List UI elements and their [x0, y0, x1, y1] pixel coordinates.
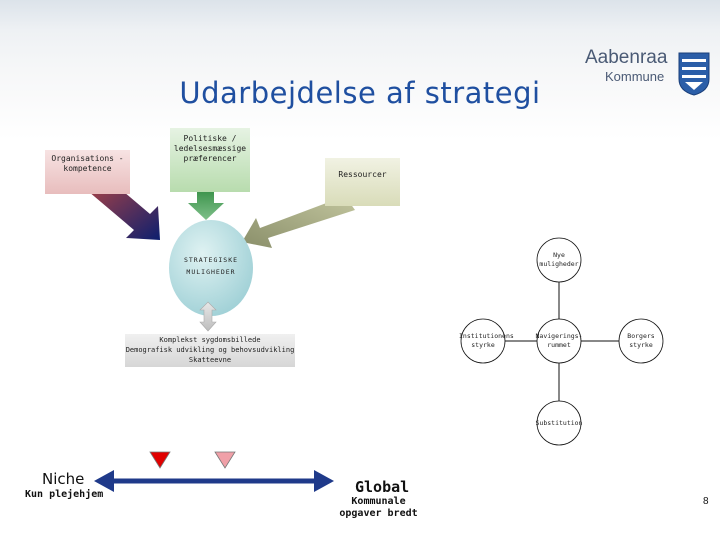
coat-of-arms-icon	[678, 52, 710, 96]
position-marker-current	[149, 451, 171, 469]
niche-sublabel: Kun plejehjem	[25, 489, 104, 500]
node-institutionens-styrke	[460, 318, 506, 364]
kompleks-box: Komplekst sygdomsbillede Demografisk udv…	[125, 334, 295, 367]
node-navigeringsrummet	[536, 318, 582, 364]
nye-muligheder-label: Nye muligheder	[539, 251, 579, 268]
scale-arrowhead-left	[94, 470, 114, 492]
node-borgers-styrke	[618, 318, 664, 364]
kompleks-line2: Demografisk udvikling og behovsudvikling	[125, 346, 295, 354]
ressourcer-arrow	[242, 196, 355, 248]
institutionens-styrke-label: Institutionens styrke	[459, 332, 514, 349]
politiske-praeferencer-box: Politiske / ledelsesmæssige præferencer	[170, 128, 250, 192]
navigeringsrummet-label: Navigerings-rummet	[535, 332, 583, 349]
strategiske-muligheder-label: STRATEGISKE MULIGHEDER	[172, 254, 250, 278]
page-title: Udarbejdelse af strategi	[179, 76, 541, 110]
circle-line2: MULIGHEDER	[186, 268, 236, 276]
substitution-label: Substitution	[535, 419, 583, 427]
scale-arrowhead-right	[314, 470, 334, 492]
position-marker-target	[214, 451, 236, 469]
niche-label: Niche	[42, 470, 85, 488]
global-label: Global	[355, 478, 410, 496]
double-arrow	[199, 301, 217, 332]
politiske-arrow	[188, 185, 224, 220]
ressourcer-box: Ressourcer	[325, 158, 400, 206]
strategiske-muligheder-circle	[169, 220, 253, 316]
global-sublabel: Kommunale opgaver bredt	[339, 496, 418, 519]
page-number: 8	[703, 496, 709, 507]
organisationskompetence-box: Organisations - kompetence	[45, 150, 130, 194]
aabenraa-kommune-logo: Aabenraa Kommune	[585, 47, 715, 107]
kompleks-line1: Komplekst sygdomsbillede	[159, 336, 261, 344]
kompleks-line3: Skatteevne	[188, 356, 232, 364]
logo-name-line1: Aabenraa	[585, 47, 668, 68]
node-substitution	[536, 400, 582, 446]
node-nye-muligheder	[536, 237, 582, 283]
borgers-styrke-label: Borgers styrke	[627, 332, 655, 349]
circle-line1: STRATEGISKE	[183, 256, 239, 264]
logo-name-line2: Kommune	[605, 69, 665, 84]
